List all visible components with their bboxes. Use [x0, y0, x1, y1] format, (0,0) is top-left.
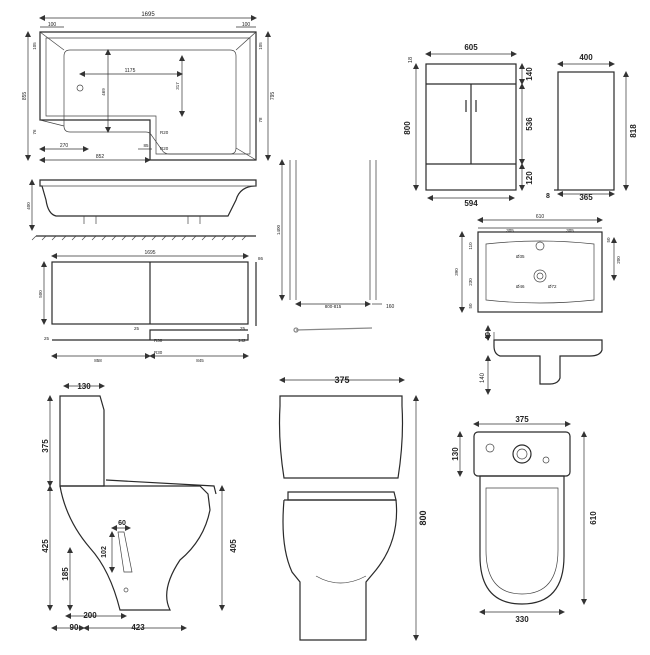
bath-rim-top-left-label: 105 [32, 42, 37, 50]
bath-radius-a-label: R20 [160, 130, 169, 135]
basin-305-b-label: 305 [566, 228, 574, 233]
bath-852-label: 852 [96, 154, 105, 160]
wc-200-label: 200 [83, 611, 97, 620]
vanity-536-label: 536 [525, 117, 534, 131]
vanity-width-label: 605 [464, 43, 478, 52]
basin-width-label: 610 [536, 214, 545, 220]
vanity-front-view: 605 18 800 140 536 120 594 [403, 43, 534, 208]
basin-waste-46-label: Ø46 [516, 284, 525, 289]
basin-230-label: 230 [468, 278, 473, 286]
bath-rim-right-label: 100 [242, 22, 251, 28]
bath-rim-top-right-label: 105 [258, 42, 263, 50]
bath-side-view: 400 [26, 179, 257, 241]
vanity-8-label: 8 [546, 193, 550, 200]
wc-top-length-label: 610 [589, 511, 598, 525]
basin-tap-hole-label: Ø35 [516, 254, 525, 259]
wc-cistern-depth-label: 130 [77, 382, 91, 391]
bath-85-label: 85 [143, 143, 149, 148]
bath-top-view: 1695 100 100 855 795 105 105 76 78 1175 … [22, 12, 276, 163]
basin-200-label: 200 [616, 256, 621, 264]
panel-r30-b-label: R30 [154, 350, 163, 355]
shower-screen-view: 1400 800-815 160 [276, 159, 395, 333]
bath-inner-width-label: 1175 [125, 68, 136, 74]
wc-top-view: 375 130 610 330 [451, 415, 598, 624]
basin-waste-72-label: Ø72 [548, 284, 557, 289]
basin-305-a-label: 305 [506, 228, 514, 233]
wc-top-width-label: 375 [515, 415, 529, 424]
wc-pan-height-label: 425 [41, 539, 50, 553]
bath-inner-depth-label: 469 [101, 88, 106, 96]
panel-25-c-label: 25 [44, 336, 50, 341]
bath-width-label: 1695 [141, 12, 155, 18]
panel-25-b-label: 25 [240, 326, 246, 331]
bath-rim-bottom-right-label: 78 [258, 117, 263, 123]
panel-858-label: 858 [94, 358, 102, 363]
vanity-side-height-label: 818 [629, 124, 638, 138]
basin-110-label: 110 [468, 242, 473, 250]
basin-lip-label: 40 [485, 332, 492, 340]
wc-top-pan-width-label: 330 [515, 615, 529, 624]
bath-panel-view: 1695 500 86 25 25 25 R30 R30 142 858 845 [38, 250, 264, 363]
vanity-side-view: 400 818 8 365 [546, 53, 638, 202]
vanity-height-label: 800 [403, 121, 412, 135]
wc-side-view: 130 375 425 405 185 60 102 200 90 423 [41, 382, 238, 632]
vanity-base-width-label: 594 [464, 199, 478, 208]
wc-top-cistern-label: 130 [451, 447, 460, 461]
panel-r30-a-label: R30 [154, 338, 163, 343]
vanity-18-label: 18 [408, 57, 414, 63]
vanity-140-label: 140 [525, 67, 534, 81]
bath-length-label: 855 [22, 92, 28, 101]
wc-front-width-label: 375 [334, 375, 349, 385]
basin-top-view: 610 305 305 390 110 230 50 50 200 Ø35 Ø4… [454, 214, 621, 313]
bath-length-right-label: 795 [270, 92, 276, 101]
basin-50-a-label: 50 [468, 303, 473, 309]
vanity-side-depth-label: 365 [579, 193, 593, 202]
wc-overall-height-label: 800 [418, 510, 428, 525]
basin-bowl-label: 140 [480, 372, 486, 383]
wc-423-label: 423 [131, 623, 145, 632]
panel-142-label: 142 [238, 338, 246, 343]
panel-height-label: 500 [38, 290, 43, 298]
vanity-120-label: 120 [525, 171, 534, 185]
panel-845-label: 845 [196, 358, 204, 363]
wc-seat-height-label: 405 [229, 539, 238, 553]
screen-return-label: 160 [386, 304, 395, 310]
wc-front-view: 375 800 [278, 375, 428, 641]
wc-cistern-height-label: 375 [41, 439, 50, 453]
bath-rim-left-label: 100 [48, 22, 57, 28]
bath-inner-narrow-label: 317 [175, 82, 180, 90]
panel-width-label: 1695 [144, 250, 155, 256]
screen-width-label: 800-815 [325, 304, 342, 309]
basin-50-b-label: 50 [606, 237, 611, 243]
screen-height-label: 1400 [276, 224, 281, 235]
basin-depth-label: 390 [454, 268, 459, 276]
panel-86-label: 86 [258, 256, 264, 261]
wc-185-label: 185 [61, 567, 70, 581]
wc-90-label: 90 [70, 623, 79, 632]
bath-rim-bottom-left-label: 76 [32, 129, 37, 135]
basin-side-view: 40 140 [480, 325, 603, 395]
bath-radius-b-label: R20 [160, 146, 169, 151]
bath-height-label: 400 [26, 202, 31, 210]
bath-270-label: 270 [60, 143, 69, 149]
panel-25-a-label: 25 [134, 326, 140, 331]
wc-102-label: 102 [101, 546, 108, 558]
vanity-depth-label: 400 [579, 53, 593, 62]
wc-60-label: 60 [118, 520, 126, 527]
